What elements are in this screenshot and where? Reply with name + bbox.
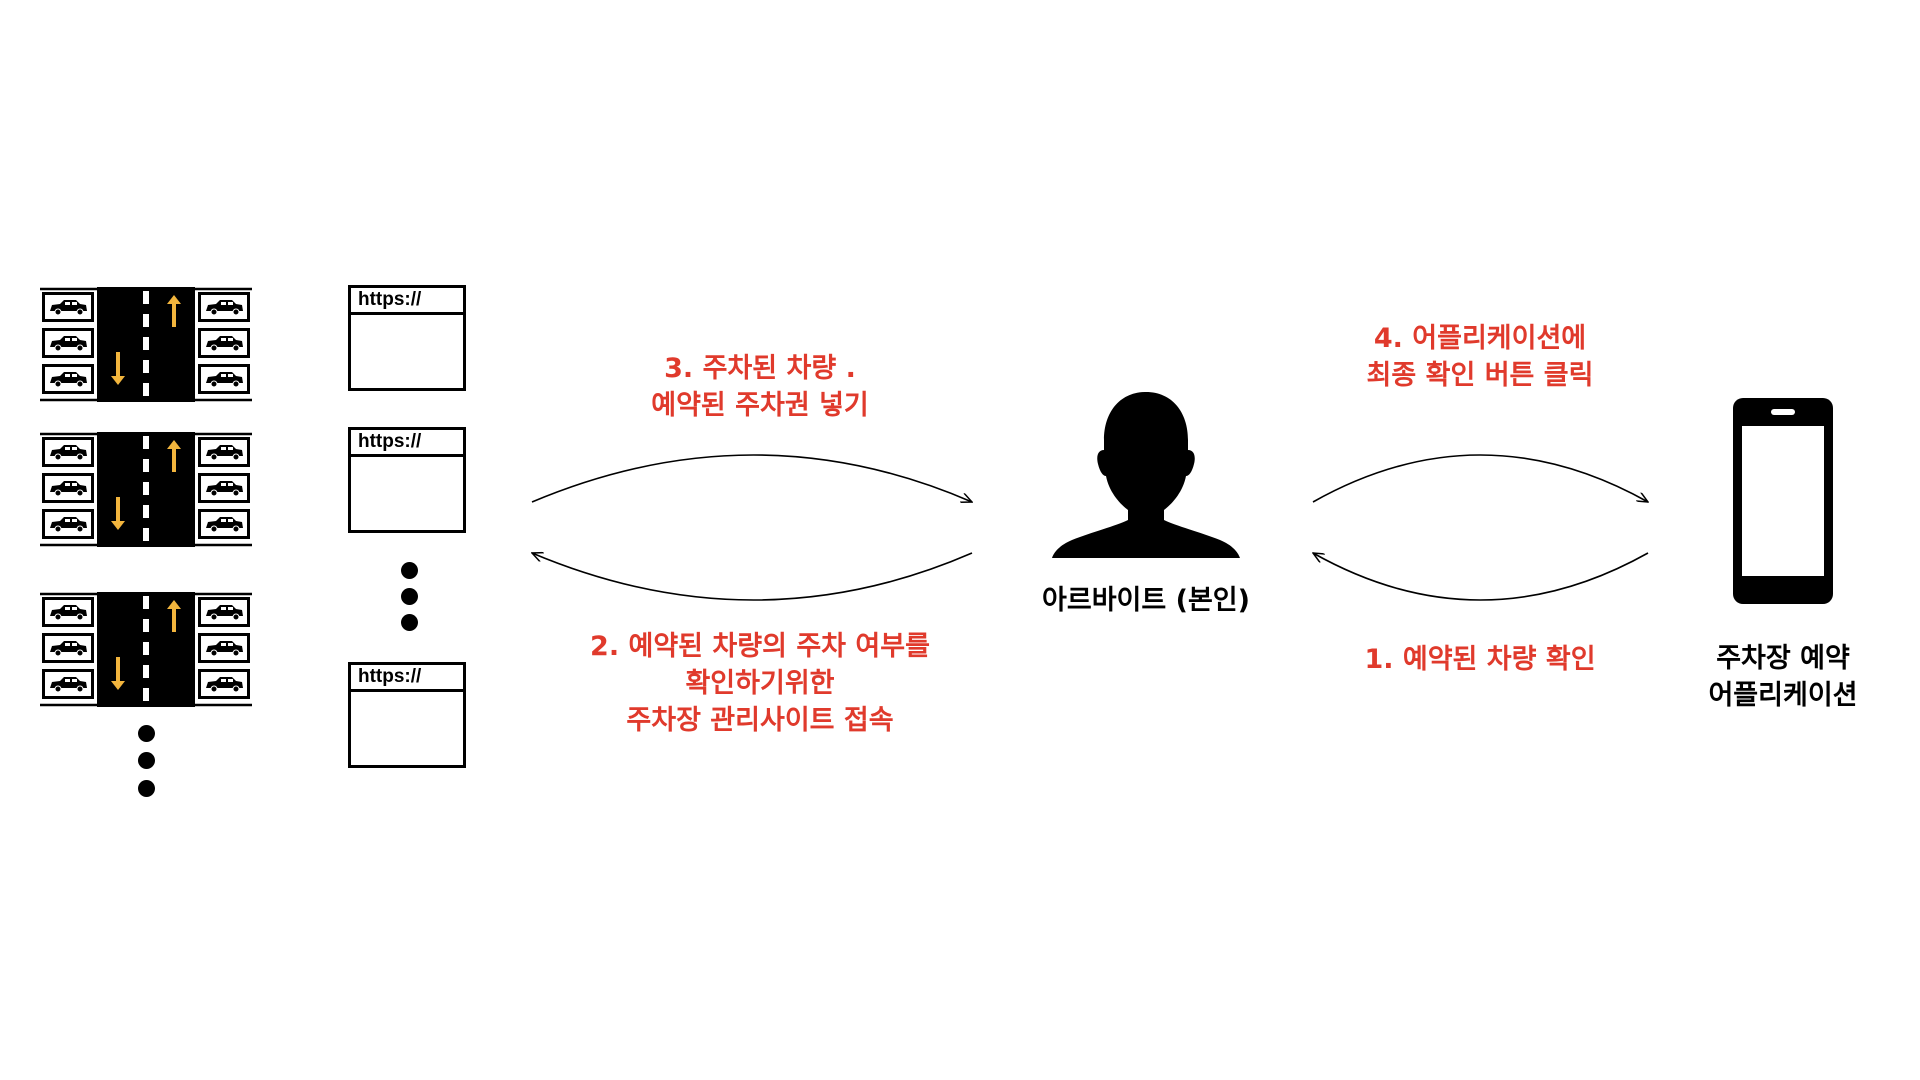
car-icon xyxy=(198,473,250,503)
arrow-to-phone xyxy=(1312,454,1648,502)
ellipsis-dot xyxy=(138,752,155,769)
car-icon xyxy=(42,473,94,503)
parking-lot-2 xyxy=(40,432,252,547)
phone-label-line2: 어플리케이션 xyxy=(1708,680,1858,711)
direction-arrow-up-head xyxy=(167,440,181,449)
step2-line1: 2. 예약된 차량의 주차 여부를 xyxy=(590,631,930,662)
lane-divider xyxy=(143,665,149,678)
ellipsis-dot xyxy=(401,614,418,631)
person-icon xyxy=(1052,392,1240,558)
step4-label: 4. 어플리케이션에 최종 확인 버튼 클릭 xyxy=(1320,320,1640,394)
step3-line2: 예약된 주차권 넣기 xyxy=(651,390,869,421)
browser-window-2: https:// xyxy=(348,427,466,533)
phone-screen xyxy=(1742,426,1824,576)
car-icon xyxy=(42,633,94,663)
step3-line1: 3. 주차된 차량 . xyxy=(664,353,856,384)
arrow-to-browser xyxy=(532,553,973,601)
browser-url-bar: https:// xyxy=(351,430,463,457)
car-icon xyxy=(198,669,250,699)
car-icon xyxy=(42,509,94,539)
direction-arrow-up-head xyxy=(167,295,181,304)
direction-arrow-down-head xyxy=(111,521,125,530)
lane-divider xyxy=(143,528,149,541)
lane-divider xyxy=(143,596,149,609)
lane-divider xyxy=(143,360,149,373)
browser-url-bar: https:// xyxy=(351,288,463,315)
person-label: 아르바이트 (본인) xyxy=(1042,585,1250,616)
lane-divider xyxy=(143,436,149,449)
direction-arrow-down-head xyxy=(111,376,125,385)
lane-divider xyxy=(143,482,149,495)
browser-window-1: https:// xyxy=(348,285,466,391)
ellipsis-dot xyxy=(138,725,155,742)
browser-url-bar: https:// xyxy=(351,665,463,692)
car-icon xyxy=(198,509,250,539)
step1-text: 1. 예약된 차량 확인 xyxy=(1364,644,1596,675)
ellipsis-dot xyxy=(401,562,418,579)
smartphone-icon xyxy=(1733,398,1833,604)
lane-divider xyxy=(143,619,149,632)
direction-arrow-up-head xyxy=(167,600,181,609)
direction-arrow-down-head xyxy=(111,681,125,690)
step4-line1: 4. 어플리케이션에 xyxy=(1373,323,1587,354)
car-icon xyxy=(198,292,250,322)
parking-lot-3 xyxy=(40,592,252,707)
car-icon xyxy=(42,292,94,322)
car-icon xyxy=(42,437,94,467)
lane-divider xyxy=(143,383,149,396)
car-icon xyxy=(42,364,94,394)
car-icon xyxy=(42,328,94,358)
lane-divider xyxy=(143,642,149,655)
ellipsis-dot xyxy=(138,780,155,797)
lane-divider xyxy=(143,337,149,350)
lane-divider xyxy=(143,291,149,304)
lane-divider xyxy=(143,505,149,518)
arrow-to-person-from-phone xyxy=(1313,553,1649,601)
lane-divider xyxy=(143,314,149,327)
phone-label: 주차장 예약 어플리케이션 xyxy=(1663,640,1903,714)
car-icon xyxy=(198,633,250,663)
car-icon xyxy=(198,364,250,394)
step2-line2: 확인하기위한 xyxy=(685,668,835,699)
step4-line2: 최종 확인 버튼 클릭 xyxy=(1366,360,1594,391)
car-icon xyxy=(198,328,250,358)
parking-lot-1 xyxy=(40,287,252,402)
step1-label: 1. 예약된 차량 확인 xyxy=(1320,641,1640,678)
lane-divider xyxy=(143,459,149,472)
ellipsis-dot xyxy=(401,588,418,605)
car-icon xyxy=(42,669,94,699)
step3-label: 3. 주차된 차량 . 예약된 주차권 넣기 xyxy=(600,350,920,424)
lane-divider xyxy=(143,688,149,701)
step2-line3: 주차장 관리사이트 접속 xyxy=(626,705,894,736)
car-icon xyxy=(198,597,250,627)
arrow-to-person xyxy=(531,454,972,502)
step2-label: 2. 예약된 차량의 주차 여부를 확인하기위한 주차장 관리사이트 접속 xyxy=(570,628,950,739)
phone-label-line1: 주차장 예약 xyxy=(1716,643,1850,674)
browser-window-3: https:// xyxy=(348,662,466,768)
car-icon xyxy=(42,597,94,627)
car-icon xyxy=(198,437,250,467)
phone-speaker xyxy=(1771,409,1795,415)
